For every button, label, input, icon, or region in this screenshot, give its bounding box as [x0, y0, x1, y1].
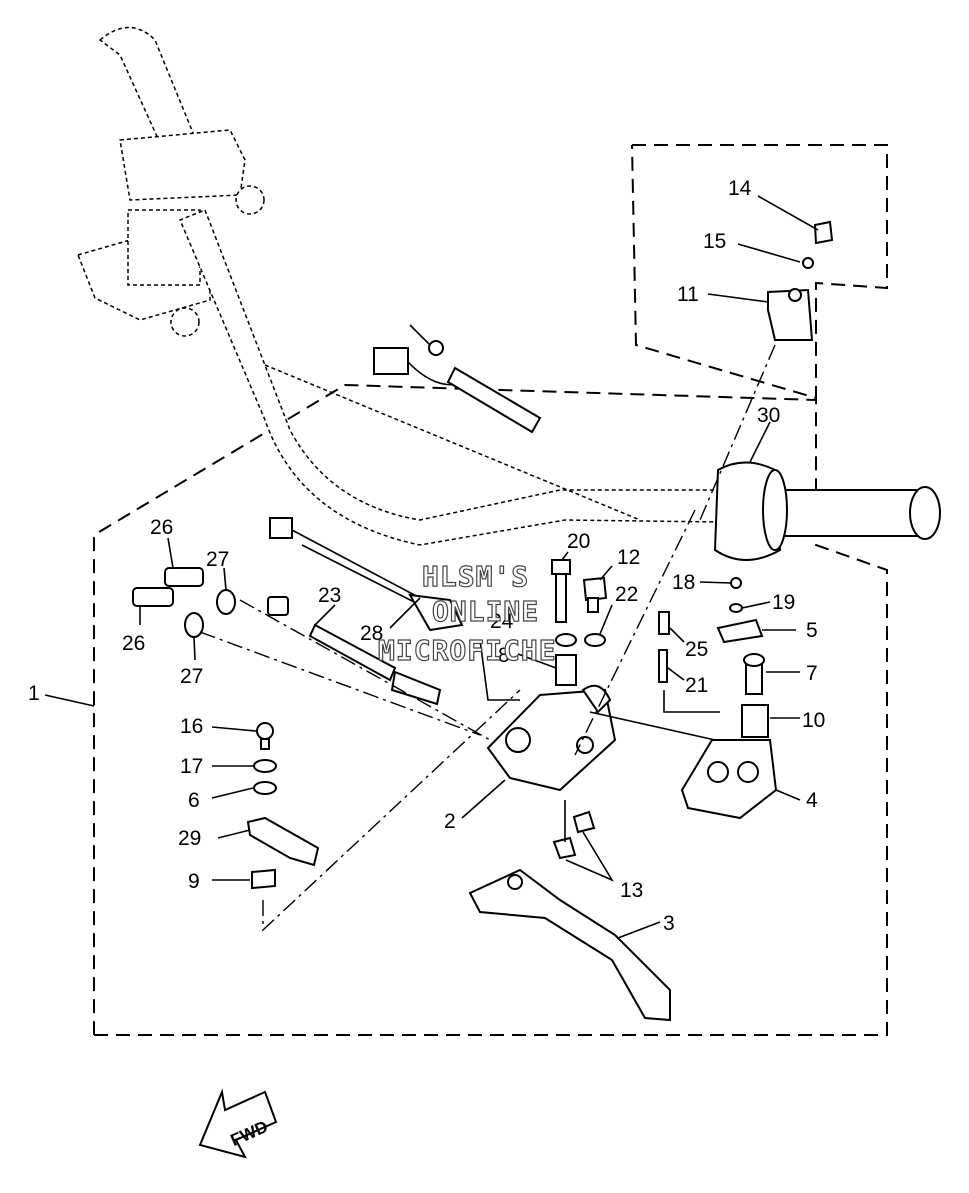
callout-16: 16 [180, 715, 203, 738]
throttle-grip [713, 461, 941, 561]
part-2-bracket [486, 684, 617, 792]
callout-19: 19 [772, 591, 795, 614]
callout-17: 17 [180, 755, 203, 778]
bolts-center [551, 559, 608, 686]
callout-28: 28 [360, 622, 383, 645]
callout-14: 14 [728, 177, 752, 200]
assembly-lines [199, 344, 776, 932]
callout-30: 30 [757, 404, 780, 427]
callout-8: 8 [498, 644, 510, 667]
callout-21: 21 [685, 674, 708, 697]
callout-11: 11 [677, 283, 699, 306]
part-11-clamp [767, 220, 834, 341]
callout-22: 22 [615, 583, 638, 606]
parts-right [658, 577, 778, 820]
callout-23: 23 [318, 584, 341, 607]
callout-29: 29 [178, 827, 201, 850]
watermark-line-3: MICROFICHE [378, 634, 557, 667]
fwd-arrow-icon: FWD [198, 1088, 278, 1159]
callout-7: 7 [806, 662, 818, 685]
callout-labels: 1 2 3 4 5 6 7 8 9 10 11 12 13 14 15 16 1… [28, 177, 825, 935]
callout-12: 12 [617, 546, 640, 569]
watermark-line-2: ONLINE [432, 595, 539, 628]
callout-4: 4 [806, 789, 818, 812]
adjusters [132, 567, 236, 638]
callout-26b: 26 [122, 632, 145, 655]
cable-23 [267, 517, 464, 706]
handlebar-outline [76, 26, 721, 546]
callout-6: 6 [188, 789, 200, 812]
callout-13: 13 [620, 879, 643, 902]
callout-5: 5 [806, 619, 818, 642]
callout-20: 20 [567, 530, 590, 553]
callout-26a: 26 [150, 516, 173, 539]
callout-25: 25 [685, 638, 708, 661]
assembly-boundary [93, 144, 888, 1036]
part-3-lever [468, 810, 671, 1022]
callout-27b: 27 [180, 665, 203, 688]
callout-15: 15 [703, 230, 726, 253]
callout-3: 3 [663, 912, 675, 935]
callout-27a: 27 [206, 548, 229, 571]
callout-2: 2 [444, 810, 456, 833]
watermark-line-1: HLSM'S [422, 560, 529, 593]
leader-lines [44, 195, 819, 939]
callout-18: 18 [672, 571, 695, 594]
callout-1: 1 [28, 682, 40, 705]
throttle-cable-top [373, 324, 542, 434]
watermark: HLSM'S ONLINE MICROFICHE [377, 559, 557, 667]
callout-10: 10 [802, 709, 825, 732]
callout-9: 9 [188, 870, 200, 893]
callout-24: 24 [490, 610, 514, 633]
small-hardware [246, 722, 320, 890]
